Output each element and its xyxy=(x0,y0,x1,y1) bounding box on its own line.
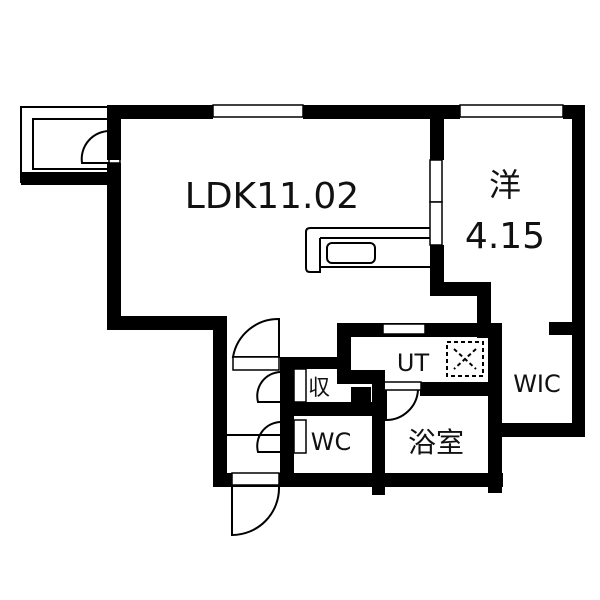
room-label-ldk: LDK11.02 xyxy=(185,176,359,217)
room-label-ut: UT xyxy=(397,349,430,377)
washing-machine-icon xyxy=(446,341,484,377)
front-door-icon xyxy=(231,472,281,537)
wc-door-icon xyxy=(227,421,282,453)
room-label-storage: 収 xyxy=(308,376,330,401)
entry-door-top-icon xyxy=(231,317,280,371)
room-label-western-area: 4.15 xyxy=(465,216,545,257)
room-label-wic: WIC xyxy=(513,370,561,398)
room-label-bath: 浴室 xyxy=(408,426,464,459)
exterior-walls xyxy=(107,104,585,437)
room-label-western-kanji: 洋 xyxy=(489,166,521,204)
kitchen-counter-icon xyxy=(305,227,430,273)
room-label-wc: WC xyxy=(311,428,352,456)
balcony xyxy=(20,106,121,185)
storage-door-icon xyxy=(256,371,282,403)
interior-walls xyxy=(213,105,503,495)
bath-door-icon xyxy=(385,389,419,422)
